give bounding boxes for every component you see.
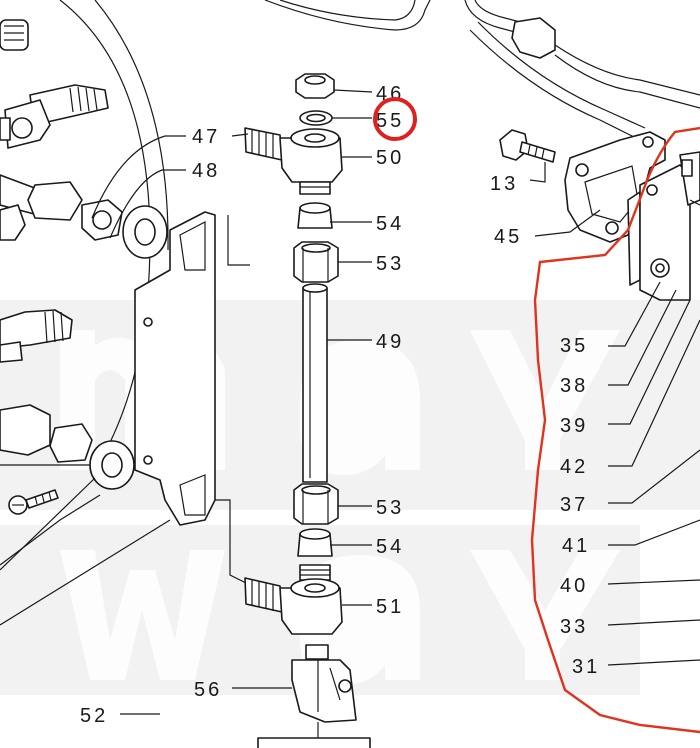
washer-48 xyxy=(122,205,168,259)
watermark xyxy=(0,300,700,695)
callout-31: 31 xyxy=(572,656,600,678)
part-55-o-ring xyxy=(299,110,333,126)
right-bracket-parts xyxy=(627,151,700,301)
part-50-banjo-fitting xyxy=(244,127,343,195)
callout-49: 49 xyxy=(376,331,404,353)
part-46-hex-cap xyxy=(295,73,335,99)
callout-51: 51 xyxy=(376,596,404,618)
part-56-valve xyxy=(257,644,371,748)
callout-54-upper: 54 xyxy=(376,213,404,235)
callout-56: 56 xyxy=(194,679,222,701)
callout-42: 42 xyxy=(560,456,588,478)
highlight-circle-55 xyxy=(373,97,417,141)
callout-37: 37 xyxy=(560,494,588,516)
callout-40: 40 xyxy=(560,575,588,597)
part-53-nut-upper xyxy=(293,241,339,283)
hose-fitting-top xyxy=(0,19,29,51)
mounting-bracket xyxy=(134,211,251,586)
callout-54-lower: 54 xyxy=(376,536,404,558)
callout-41: 41 xyxy=(562,535,590,557)
leader-lines xyxy=(0,89,700,715)
hose-fitting-upper xyxy=(0,84,109,149)
top-pipe xyxy=(264,0,700,141)
callout-38: 38 xyxy=(560,375,588,397)
hose-fitting-bottom xyxy=(0,404,135,490)
callout-50: 50 xyxy=(376,147,404,169)
highlighted-region-outline xyxy=(530,126,700,734)
callout-13: 13 xyxy=(490,173,518,195)
part-51-banjo-fitting xyxy=(244,564,343,635)
callout-33: 33 xyxy=(560,616,588,638)
callout-52: 52 xyxy=(80,705,108,727)
part-53-nut-lower xyxy=(293,483,339,525)
callout-53-upper: 53 xyxy=(376,253,404,275)
manifold-assembly xyxy=(0,0,169,515)
callout-35: 35 xyxy=(560,335,588,357)
callout-39: 39 xyxy=(560,415,588,437)
callout-48: 48 xyxy=(192,160,220,182)
part-13-bolt xyxy=(499,129,556,163)
callout-53-lower: 53 xyxy=(376,497,404,519)
callout-45: 45 xyxy=(494,226,522,248)
screw xyxy=(8,489,59,515)
callout-47: 47 xyxy=(192,126,220,148)
callout-55: 55 xyxy=(376,110,404,132)
part-49-tube xyxy=(302,283,328,483)
part-54-sleeve-lower xyxy=(297,528,333,557)
hose-fitting-middle xyxy=(0,174,123,241)
part-54-sleeve-upper xyxy=(297,202,333,229)
callout-labels: 46 55 50 47 48 54 53 49 53 54 51 56 52 1… xyxy=(80,83,600,727)
hose-fitting-lower xyxy=(0,309,73,363)
